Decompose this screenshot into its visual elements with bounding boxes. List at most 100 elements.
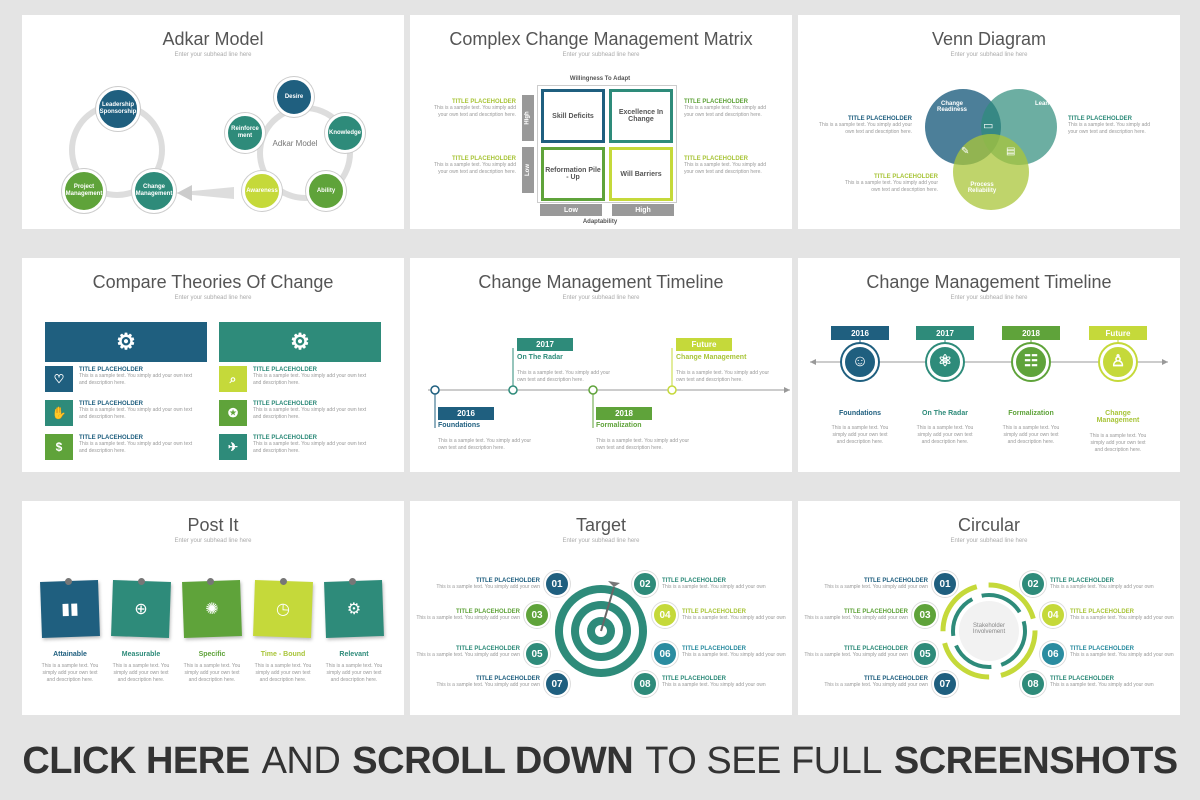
adkar-node-project-management: Project Management [62, 169, 106, 213]
user-icon: ♙ [1100, 344, 1136, 380]
circular-num-04: 04 [1040, 602, 1066, 628]
postit-label-relevant: Relevant [339, 651, 369, 658]
slide-title: Venn Diagram [931, 29, 1047, 49]
timeline1-label-2016: Foundations [438, 422, 480, 429]
slide-target[interactable]: Target Enter your subhead line here 01 0… [410, 501, 792, 715]
footer-click-here[interactable]: CLICK HERE [22, 739, 250, 782]
gears-icon: ⚙ [116, 329, 136, 354]
slide-subhead: Enter your subhead line here [562, 295, 640, 301]
postit-label-specific: Specific [198, 651, 226, 658]
slide-timeline-2[interactable]: Change Management Timeline Enter your su… [798, 258, 1180, 472]
slide-venn-diagram[interactable]: Venn Diagram Enter your subhead line her… [798, 15, 1180, 229]
laptop-icon: ▭ [983, 120, 994, 132]
postit-text-3: This is a sample text. You simply add yo… [183, 663, 241, 683]
footer-and: AND [261, 739, 341, 782]
circular-num-05: 05 [912, 641, 938, 667]
target-num-06: 06 [652, 641, 678, 667]
matrix-low-x-label: Low [540, 204, 602, 216]
bar-chart-icon: ▮▮ [60, 600, 80, 619]
slide-subhead: Enter your subhead line here [562, 52, 640, 58]
footer-cta[interactable]: CLICK HERE AND SCROLL DOWN TO SEE FULL S… [0, 722, 1200, 800]
slide-timeline-1[interactable]: Change Management Timeline Enter your su… [410, 258, 792, 472]
circular-num-06: 06 [1040, 641, 1066, 667]
timeline2-year-future: Future [1089, 326, 1147, 340]
adkar-center-label: Adkar Model [272, 139, 318, 148]
timeline2-text-2016: This is a sample text. You simply add yo… [831, 425, 889, 445]
slide-title: Post It [187, 515, 239, 535]
timeline2-year-2016: 2016 [831, 326, 889, 340]
target-num-04: 04 [652, 602, 678, 628]
target-num-08: 08 [632, 671, 658, 697]
matrix-high-x-label: High [612, 204, 674, 216]
adkar-node-reinforcement: Reinforce ment [225, 113, 265, 153]
target-num-05: 05 [524, 641, 550, 667]
matrix-cell-reformation: Reformation Pile - Up [541, 147, 605, 201]
venn-set-change-readiness: Change Readiness [936, 101, 967, 113]
adkar-node-ability: Ability [306, 171, 346, 211]
slide-circular[interactable]: Circular Enter your subhead line here St… [798, 501, 1180, 715]
timeline2-label-2016: Foundations [839, 410, 881, 417]
circular-center-label: Stakeholder Involvement [972, 623, 1006, 635]
timeline2-label-2017: On The Radar [922, 410, 968, 417]
matrix-high-label: High [522, 95, 534, 141]
slide-subhead: Enter your subhead line here [562, 538, 640, 544]
adkar-node-change-management: Change Management [132, 169, 176, 213]
matrix-low-label: Low [522, 147, 534, 193]
handshake-icon: ✋ [45, 400, 73, 426]
matrix-bottom-axis-label: Adaptability [582, 219, 618, 225]
postit-text-2: This is a sample text. You simply add yo… [112, 663, 170, 683]
slide-title: Target [575, 515, 627, 535]
timeline1-label-2018: Formalization [596, 422, 642, 429]
search-icon: ⌕ [219, 366, 247, 392]
slide-compare-theories[interactable]: Compare Theories Of Change Enter your su… [22, 258, 404, 472]
target-num-01: 01 [544, 571, 570, 597]
slide-subhead: Enter your subhead line here [950, 538, 1028, 544]
postit-label-time-bound: Time - Bound [260, 651, 306, 658]
timeline1-year-2018: 2018 [596, 407, 652, 420]
slide-post-it[interactable]: Post It Enter your subhead line here ▮▮ … [22, 501, 404, 715]
postit-text-5: This is a sample text. You simply add yo… [325, 663, 383, 683]
slide-adkar-model[interactable]: Adkar Model Enter your subhead line here… [22, 15, 404, 229]
postit-note-attainable: ▮▮ [40, 577, 100, 638]
circular-num-02: 02 [1020, 571, 1046, 597]
slide-subhead: Enter your subhead line here [950, 52, 1028, 58]
target-bullseye-icon [555, 581, 647, 677]
slide-subhead: Enter your subhead line here [174, 538, 252, 544]
compare-header-right: ⚙ [219, 322, 381, 362]
slide-title: Circular [957, 515, 1020, 535]
plane-icon: ✈ [219, 434, 247, 460]
postit-label-attainable: Attainable [53, 651, 87, 658]
timeline2-label-2018: Formalization [1008, 410, 1054, 417]
slide-subhead: Enter your subhead line here [950, 295, 1028, 301]
gear-search-icon: ⚙ [346, 600, 362, 619]
slide-title: Adkar Model [162, 29, 264, 49]
postit-text-1: This is a sample text. You simply add yo… [41, 663, 99, 683]
atom-icon: ⚛ [927, 344, 963, 380]
heart-icon: ♡ [45, 366, 73, 392]
timeline1-label-future: Change Management [676, 354, 747, 361]
slide-change-matrix[interactable]: Complex Change Management Matrix Enter y… [410, 15, 792, 229]
matrix-top-axis-label: Willingness To Adapt [569, 76, 631, 82]
postit-text-4: This is a sample text. You simply add yo… [254, 663, 312, 683]
money-icon: $ [45, 434, 73, 460]
timeline1-year-2016: 2016 [438, 407, 494, 420]
slide-title: Change Management Timeline [478, 272, 724, 292]
adkar-node-leadership: Leadership Sponsorship [96, 87, 140, 131]
venn-set-lean: Lean [1034, 101, 1049, 107]
